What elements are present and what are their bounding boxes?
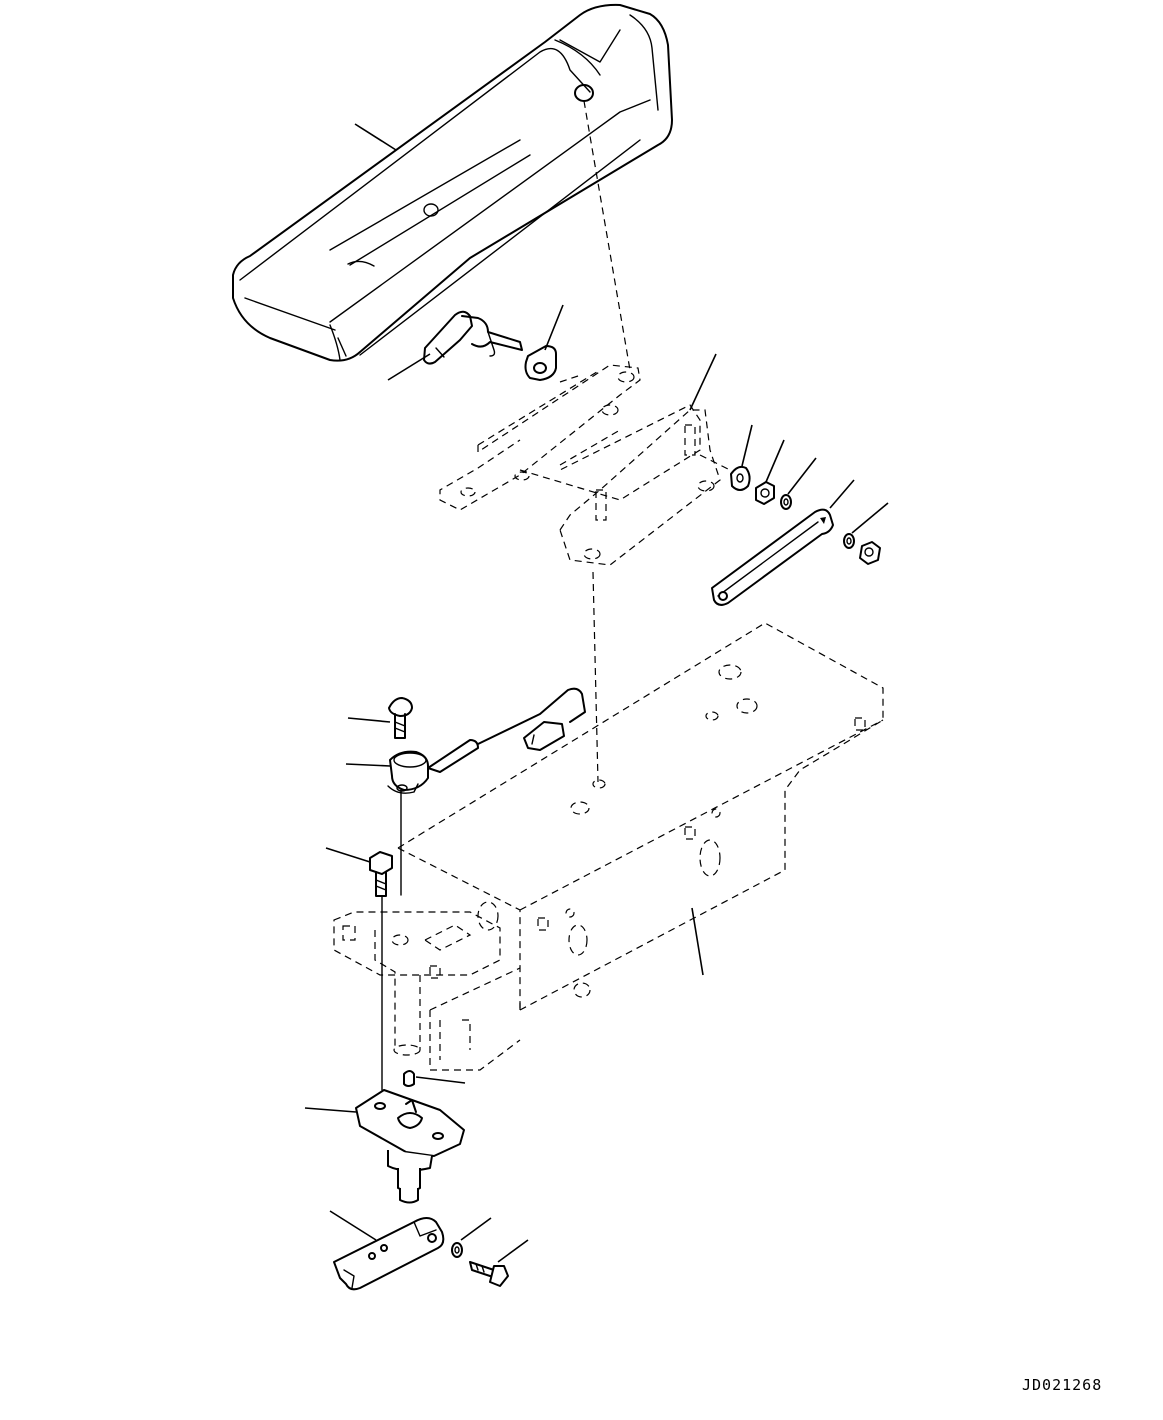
bolt-1 — [370, 852, 392, 896]
leader-nut-1 — [766, 440, 784, 482]
leader-clamp — [330, 1211, 376, 1240]
leader-bolt-1 — [326, 848, 370, 862]
washer-2 — [781, 495, 791, 509]
washer-4 — [452, 1243, 462, 1257]
nut-2 — [860, 542, 880, 564]
dashed-guide-2 — [593, 572, 598, 782]
leader-spacer — [545, 305, 563, 350]
spacer — [526, 346, 557, 380]
clip — [404, 1071, 414, 1086]
leader-switch — [346, 764, 390, 766]
upper-bracket — [440, 365, 730, 565]
leader-clip — [416, 1077, 465, 1083]
armrest-cushion — [233, 5, 672, 361]
leader-bolt-2 — [498, 1240, 528, 1262]
leader-washer-2 — [788, 458, 816, 494]
leader-lever — [388, 354, 430, 380]
nut-1 — [756, 482, 774, 504]
console-frame — [334, 623, 883, 1070]
washer-1 — [731, 467, 750, 490]
leader-washer-3 — [852, 503, 888, 533]
clamp-lever — [334, 1218, 443, 1289]
screw — [389, 698, 412, 738]
bolt-2 — [470, 1262, 508, 1286]
switch — [388, 689, 585, 793]
leader-link-plate — [830, 480, 854, 508]
washer-3 — [844, 534, 854, 548]
leader-washer-1 — [742, 425, 752, 466]
leader-screw — [348, 718, 390, 722]
dashed-guide-1 — [584, 101, 630, 370]
link-plate — [712, 510, 833, 605]
leader-lines — [305, 124, 888, 1262]
leader-pivot — [305, 1108, 356, 1112]
adjust-lever — [424, 312, 522, 364]
leader-bracket — [690, 354, 716, 410]
leader-washer-4 — [461, 1218, 491, 1240]
pivot-plate — [356, 1090, 464, 1203]
drawing-id: JD021268 — [1022, 1376, 1102, 1394]
leader-armrest — [355, 124, 396, 150]
leader-frame — [692, 908, 703, 975]
